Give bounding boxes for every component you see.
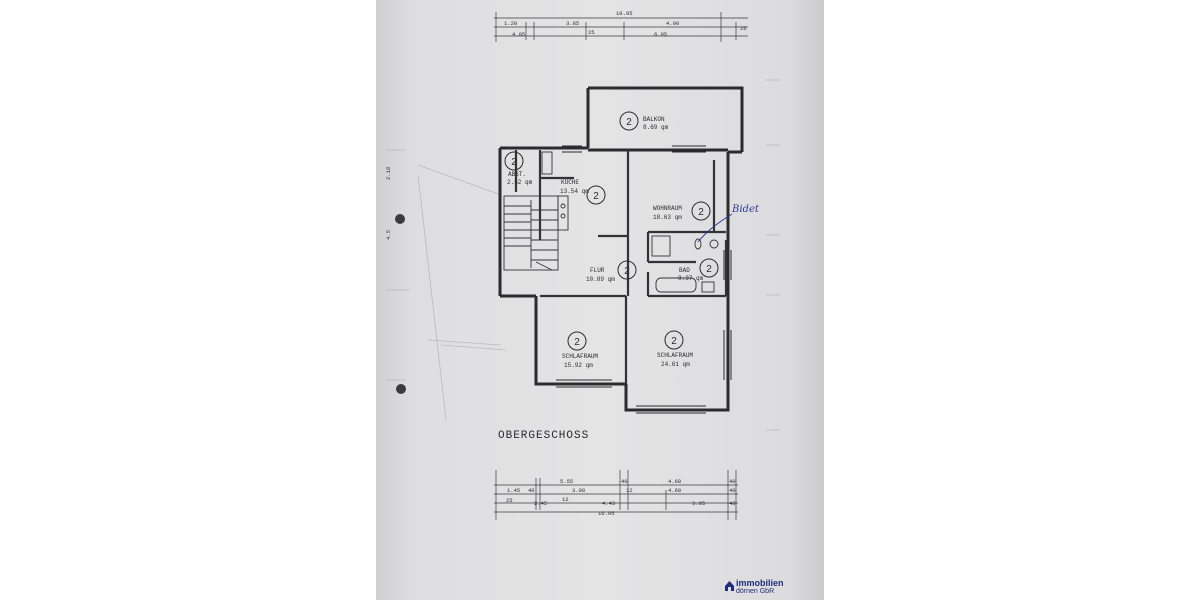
- kueche-label: KÜCHE: [561, 179, 579, 186]
- handwritten-annotation: Bidet: [697, 204, 760, 243]
- bottom-dim-2d: 12: [626, 487, 633, 494]
- bottom-dim-3a: 25: [506, 497, 513, 504]
- company-logo: immobilien dörnen GbR: [724, 578, 820, 598]
- schlafraum-1-label: SCHLAFRAUM: [562, 353, 598, 360]
- schlafraum-2-area: 24.61 qm: [661, 361, 690, 368]
- kueche-number: 2: [593, 191, 599, 202]
- bottom-dim-3b: 2.45: [534, 500, 547, 507]
- top-dim-d: 25: [740, 25, 747, 32]
- top-dim-g: 6.95: [654, 31, 667, 38]
- top-dimension-labels: 10.95 1.20 3.85 4.00 25 4.05 25 6.95: [504, 10, 747, 38]
- wohnraum-label: WOHNRAUM: [653, 205, 682, 212]
- room-marker-numbers: 2 2 2 2 2 2 2 2: [511, 117, 712, 348]
- house-icon: [725, 581, 734, 591]
- schlafraum-1-area: 15.92 qm: [564, 362, 593, 369]
- schlafraum-2-label: SCHLAFRAUM: [657, 352, 693, 359]
- floor-plan-sheet: 2 2 2 2 2 2 2 2 BALKON 8.69 qm ABST. 2.5…: [376, 0, 824, 600]
- wohnraum-number: 2: [698, 207, 704, 218]
- window-marks: [556, 145, 732, 414]
- abst-number: 2: [511, 157, 517, 168]
- flur-label: FLUR: [590, 267, 605, 274]
- wohnraum-area: 18.63 qm: [653, 214, 682, 221]
- punch-hole-top: [395, 214, 405, 224]
- top-dimension-lines: [494, 12, 748, 42]
- top-dim-e: 4.05: [512, 31, 525, 38]
- room-markers: [504, 111, 719, 351]
- top-dim-c: 4.00: [666, 20, 679, 27]
- abst-area: 2.52 qm: [507, 179, 533, 186]
- balkon-area: 8.69 qm: [643, 124, 669, 131]
- bad-area: 8.37 qm: [678, 275, 704, 282]
- logo-line-1: immobilien: [736, 578, 784, 588]
- top-dim-a: 1.20: [504, 20, 517, 27]
- bottom-dim-2b: 40: [528, 487, 535, 494]
- bottom-dimension-lines: [494, 470, 738, 520]
- kitchen-counter: [541, 151, 569, 231]
- bottom-dim-1a: 5.55: [560, 478, 573, 485]
- flur-area: 10.89 qm: [586, 276, 615, 283]
- bottom-dim-total: 10.95: [598, 510, 615, 517]
- punch-hole-bottom: [396, 384, 406, 394]
- top-dim-b: 3.85: [566, 20, 579, 27]
- bottom-dim-2f: 40: [729, 487, 736, 494]
- top-dim-total: 10.95: [616, 10, 633, 17]
- handwritten-note: Bidet: [731, 204, 760, 215]
- bottom-dim-2c: 3.98: [572, 487, 585, 494]
- staircase: [503, 195, 559, 271]
- schlafraum-2-number: 2: [671, 336, 677, 347]
- bottom-dim-3f: 40: [729, 500, 736, 507]
- kueche-area: 13.54 qm: [560, 188, 589, 195]
- logo-line-2: dörnen GbR: [736, 588, 775, 595]
- bottom-dim-2e: 4.60: [668, 487, 681, 494]
- bottom-dim-1d: 40: [729, 478, 736, 485]
- interior-walls: [514, 150, 728, 384]
- bottom-dim-3e: 3.05: [692, 500, 705, 507]
- balkon-label: BALKON: [643, 116, 665, 123]
- floor-title: OBERGESCHOSS: [498, 430, 590, 442]
- bathroom-fixtures: [651, 235, 719, 293]
- bottom-dim-3d: 4.43: [602, 500, 615, 507]
- balkon-number: 2: [626, 117, 632, 128]
- bottom-dimension-labels: 5.55 40 4.60 40 1.45 40 3.98 12 4.60 40 …: [506, 478, 736, 517]
- left-dim-b: 4.5: [385, 230, 392, 240]
- left-dim-a: 2.18: [385, 167, 392, 180]
- bad-label: BAD: [679, 267, 690, 274]
- exterior-walls: [498, 86, 744, 412]
- bottom-dim-3c: 12: [562, 496, 569, 503]
- bad-number: 2: [706, 264, 712, 275]
- bottom-dim-1b: 40: [621, 478, 628, 485]
- floor-plan-drawing: 2 2 2 2 2 2 2 2 BALKON 8.69 qm ABST. 2.5…: [385, 10, 780, 520]
- top-dim-f: 25: [588, 29, 595, 36]
- abst-label: ABST.: [508, 171, 526, 178]
- faint-background-lines: [386, 79, 780, 431]
- schlafraum-1-number: 2: [574, 337, 580, 348]
- room-labels: BALKON 8.69 qm ABST. 2.52 qm KÜCHE 13.54…: [507, 116, 704, 369]
- left-dimension-labels: 2.18 4.5: [385, 167, 392, 240]
- bottom-dim-2a: 1.45: [507, 487, 520, 494]
- flur-number: 2: [624, 266, 630, 277]
- bottom-dim-1c: 4.60: [668, 478, 681, 485]
